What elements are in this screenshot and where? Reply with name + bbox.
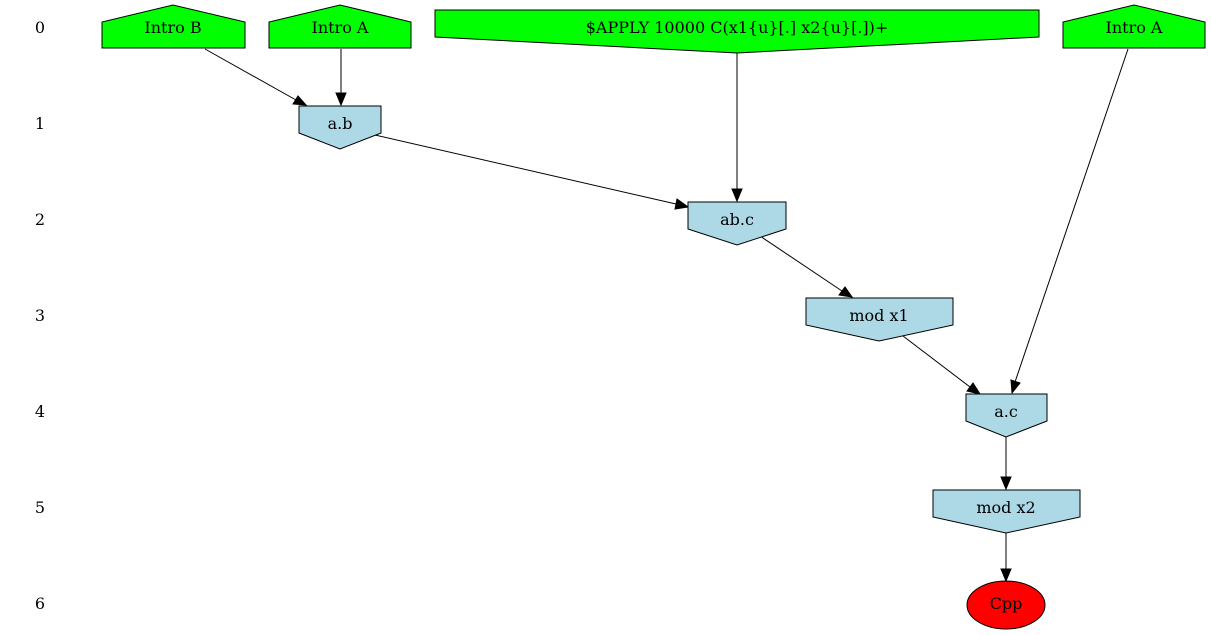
step-node-label: mod x1: [849, 306, 908, 325]
intro-node-intro-a-right[interactable]: Intro A: [1062, 4, 1206, 49]
arrowhead-modx2-to-cpp: [1000, 568, 1012, 583]
edges: [204, 48, 1129, 583]
intro-node-label: Intro A: [1106, 18, 1163, 37]
intro-node-label: Intro B: [144, 18, 201, 37]
arrowhead-intro-b-to-ab: [292, 95, 308, 106]
step-node-label: a.b: [328, 114, 353, 133]
arrowhead-modx1-to-ac: [966, 382, 982, 395]
intro-node-shape: [268, 4, 412, 49]
arrowhead-intro-a-to-ab: [335, 92, 347, 107]
rule-node-shape: [434, 9, 1040, 54]
arrowhead-abc-to-modx1: [838, 286, 854, 298]
intro-node-shape: [101, 4, 246, 49]
rule-node-label: $APPLY 10000 C(x1{u}[.] x2{u}[.])+: [586, 18, 889, 37]
step-node-ab[interactable]: a.b: [298, 105, 382, 150]
rank-label-0: 0: [35, 18, 45, 37]
observable-node-shape: [966, 580, 1046, 630]
rank-label-1: 1: [35, 114, 45, 133]
rule-node-apply[interactable]: $APPLY 10000 C(x1{u}[.] x2{u}[.])+: [434, 9, 1040, 54]
step-node-shape: [298, 105, 382, 150]
intro-node-intro-a-left[interactable]: Intro A: [268, 4, 412, 49]
arrowhead-intro-a-right-to-ac: [1010, 379, 1021, 395]
rank-label-5: 5: [35, 498, 45, 517]
step-node-label: ab.c: [720, 210, 754, 229]
intro-node-shape: [1062, 4, 1206, 49]
step-node-mod-x2[interactable]: mod x2: [932, 489, 1081, 534]
step-node-label: mod x2: [976, 498, 1035, 517]
intro-node-intro-b[interactable]: Intro B: [101, 4, 246, 49]
step-node-mod-x1[interactable]: mod x1: [805, 297, 954, 342]
observable-node-cpp[interactable]: Cpp: [966, 580, 1046, 630]
rank-label-2: 2: [35, 210, 45, 229]
step-node-label: a.c: [994, 402, 1018, 421]
arrowhead-apply-to-abc: [731, 188, 743, 203]
step-node-shape: [965, 393, 1048, 438]
arrowhead-ab-to-abc: [674, 198, 690, 210]
step-node-shape: [932, 489, 1081, 534]
intro-node-label: Intro A: [312, 18, 369, 37]
step-node-ac[interactable]: a.c: [965, 393, 1048, 438]
rank-label-3: 3: [35, 306, 45, 325]
step-node-abc[interactable]: ab.c: [687, 201, 787, 246]
rank-label-6: 6: [35, 594, 45, 613]
edge-ab-to-abc: [374, 134, 677, 205]
step-node-shape: [687, 201, 787, 246]
rank-label-4: 4: [35, 402, 45, 421]
edge-abc-to-modx1: [759, 235, 843, 292]
arrowhead-ac-to-modx2: [1000, 476, 1012, 491]
edge-intro-a-right-to-ac: [1014, 48, 1129, 383]
edge-modx1-to-ac: [902, 335, 971, 388]
observable-node-label: Cpp: [990, 594, 1023, 613]
edge-intro-b-to-ab: [204, 48, 297, 101]
step-node-shape: [805, 297, 954, 342]
